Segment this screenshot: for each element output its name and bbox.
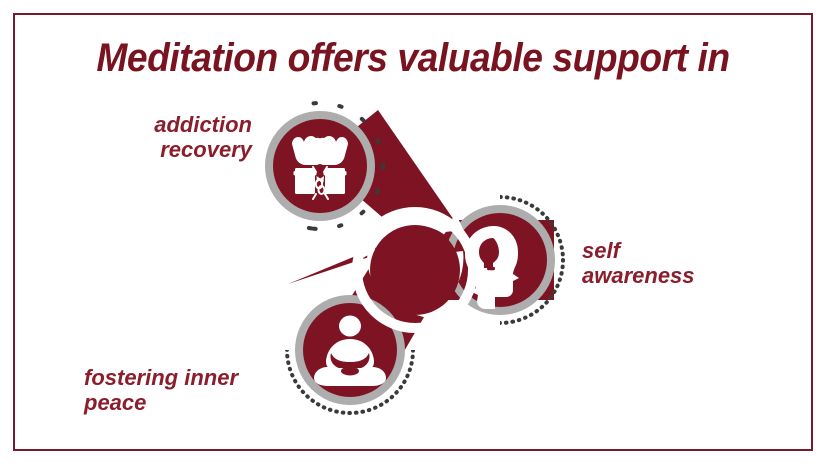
label-fostering-inner-peace: fostering inner peace	[84, 365, 239, 416]
page-title: Meditation offers valuable support in	[96, 36, 730, 80]
pinwheel-diagram	[258, 88, 578, 418]
head-profile-brain-icon	[465, 226, 519, 309]
label-self-awareness: self awareness	[582, 238, 695, 289]
meditating-person-icon	[314, 315, 386, 386]
center-cycle-node[interactable]	[352, 207, 478, 333]
label-addiction-recovery: addiction recovery	[154, 112, 252, 163]
dotted-arc-right	[500, 195, 565, 325]
broken-chains-fists-icon	[292, 136, 348, 200]
circular-arrows-cycle-icon	[352, 207, 478, 333]
dotted-arc-bottom-left	[285, 350, 415, 415]
dotted-arc-top-left	[287, 101, 385, 231]
node-inner-peace[interactable]	[295, 295, 405, 405]
node-addiction-recovery[interactable]	[265, 111, 375, 221]
